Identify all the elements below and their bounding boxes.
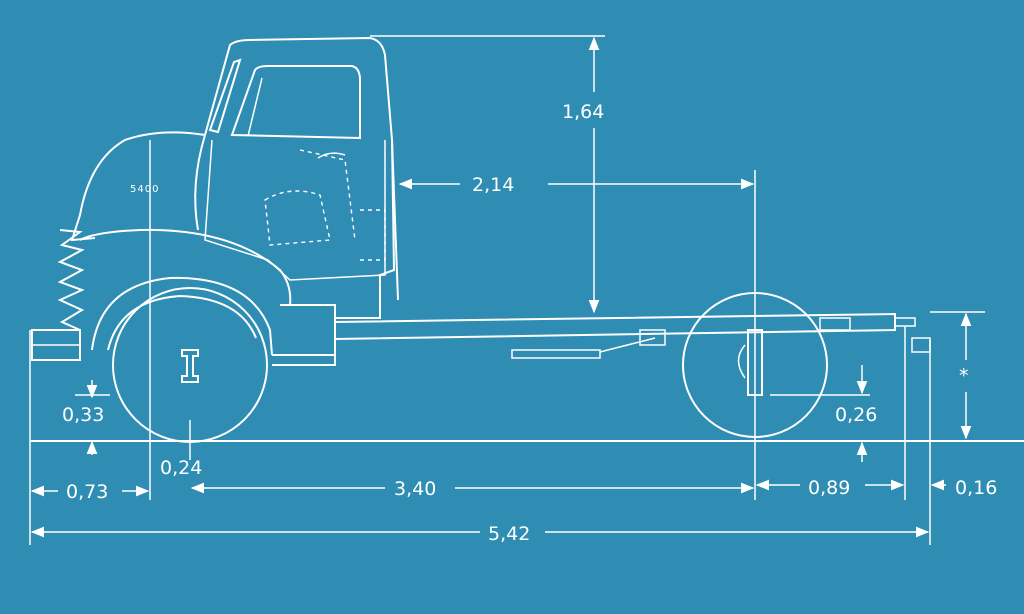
truck-drawing: 5400 xyxy=(31,36,931,443)
label-frame-height: * xyxy=(959,365,969,387)
label-wheelbase: 3,40 xyxy=(394,478,436,500)
label-rear-hitch: 0,16 xyxy=(955,477,997,499)
chassis-frame xyxy=(280,304,931,359)
label-front-ground-clearance: 0,33 xyxy=(62,404,104,426)
dimension-labels: 1,64 2,14 0,33 0,26 0,24 0,73 3,40 0,89 … xyxy=(62,101,997,545)
model-label: 5400 xyxy=(130,184,159,195)
hood-and-fender xyxy=(31,131,336,366)
dimension-lines xyxy=(29,35,985,545)
front-wheel xyxy=(112,287,268,443)
label-front-axle-offset: 0,24 xyxy=(160,457,202,479)
label-cab-height: 1,64 xyxy=(562,101,604,123)
label-rear-ground-clearance: 0,26 xyxy=(835,404,877,426)
cab xyxy=(204,36,399,319)
label-rear-overhang: 0,89 xyxy=(808,477,850,499)
label-cab-to-rear-axle: 2,14 xyxy=(472,174,514,196)
label-overall-length: 5,42 xyxy=(488,523,530,545)
label-front-overhang: 0,73 xyxy=(66,481,108,503)
